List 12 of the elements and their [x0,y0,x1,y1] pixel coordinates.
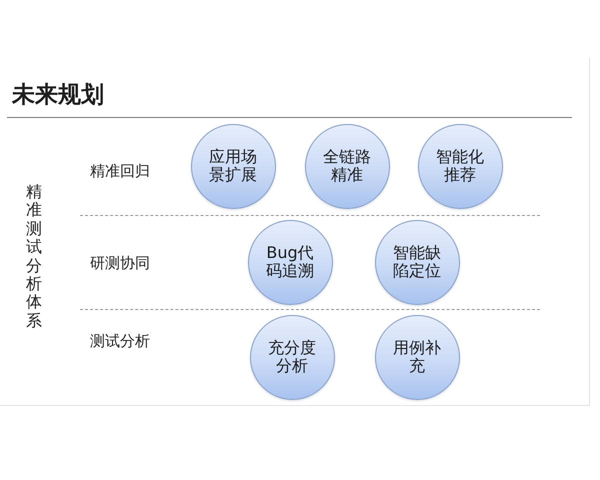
slide-title: 未来规划 [12,81,104,110]
vertical-heading: 精准测试分析体系 [26,183,42,330]
row-label: 测试分析 [90,332,150,350]
circle-label: 智能化推荐 [435,148,485,184]
circle-label: 用例补充 [392,338,442,376]
circle-label: Bug代码追溯 [265,244,315,280]
circle-label: 全链路精准 [322,148,372,184]
circle-label: 充分度分析 [267,338,317,376]
row-label: 精准回归 [90,162,150,180]
circle-label: 智能缺陷定位 [392,244,442,280]
circle-label: 应用场景扩展 [208,148,258,184]
row-label: 研测协同 [90,254,150,272]
